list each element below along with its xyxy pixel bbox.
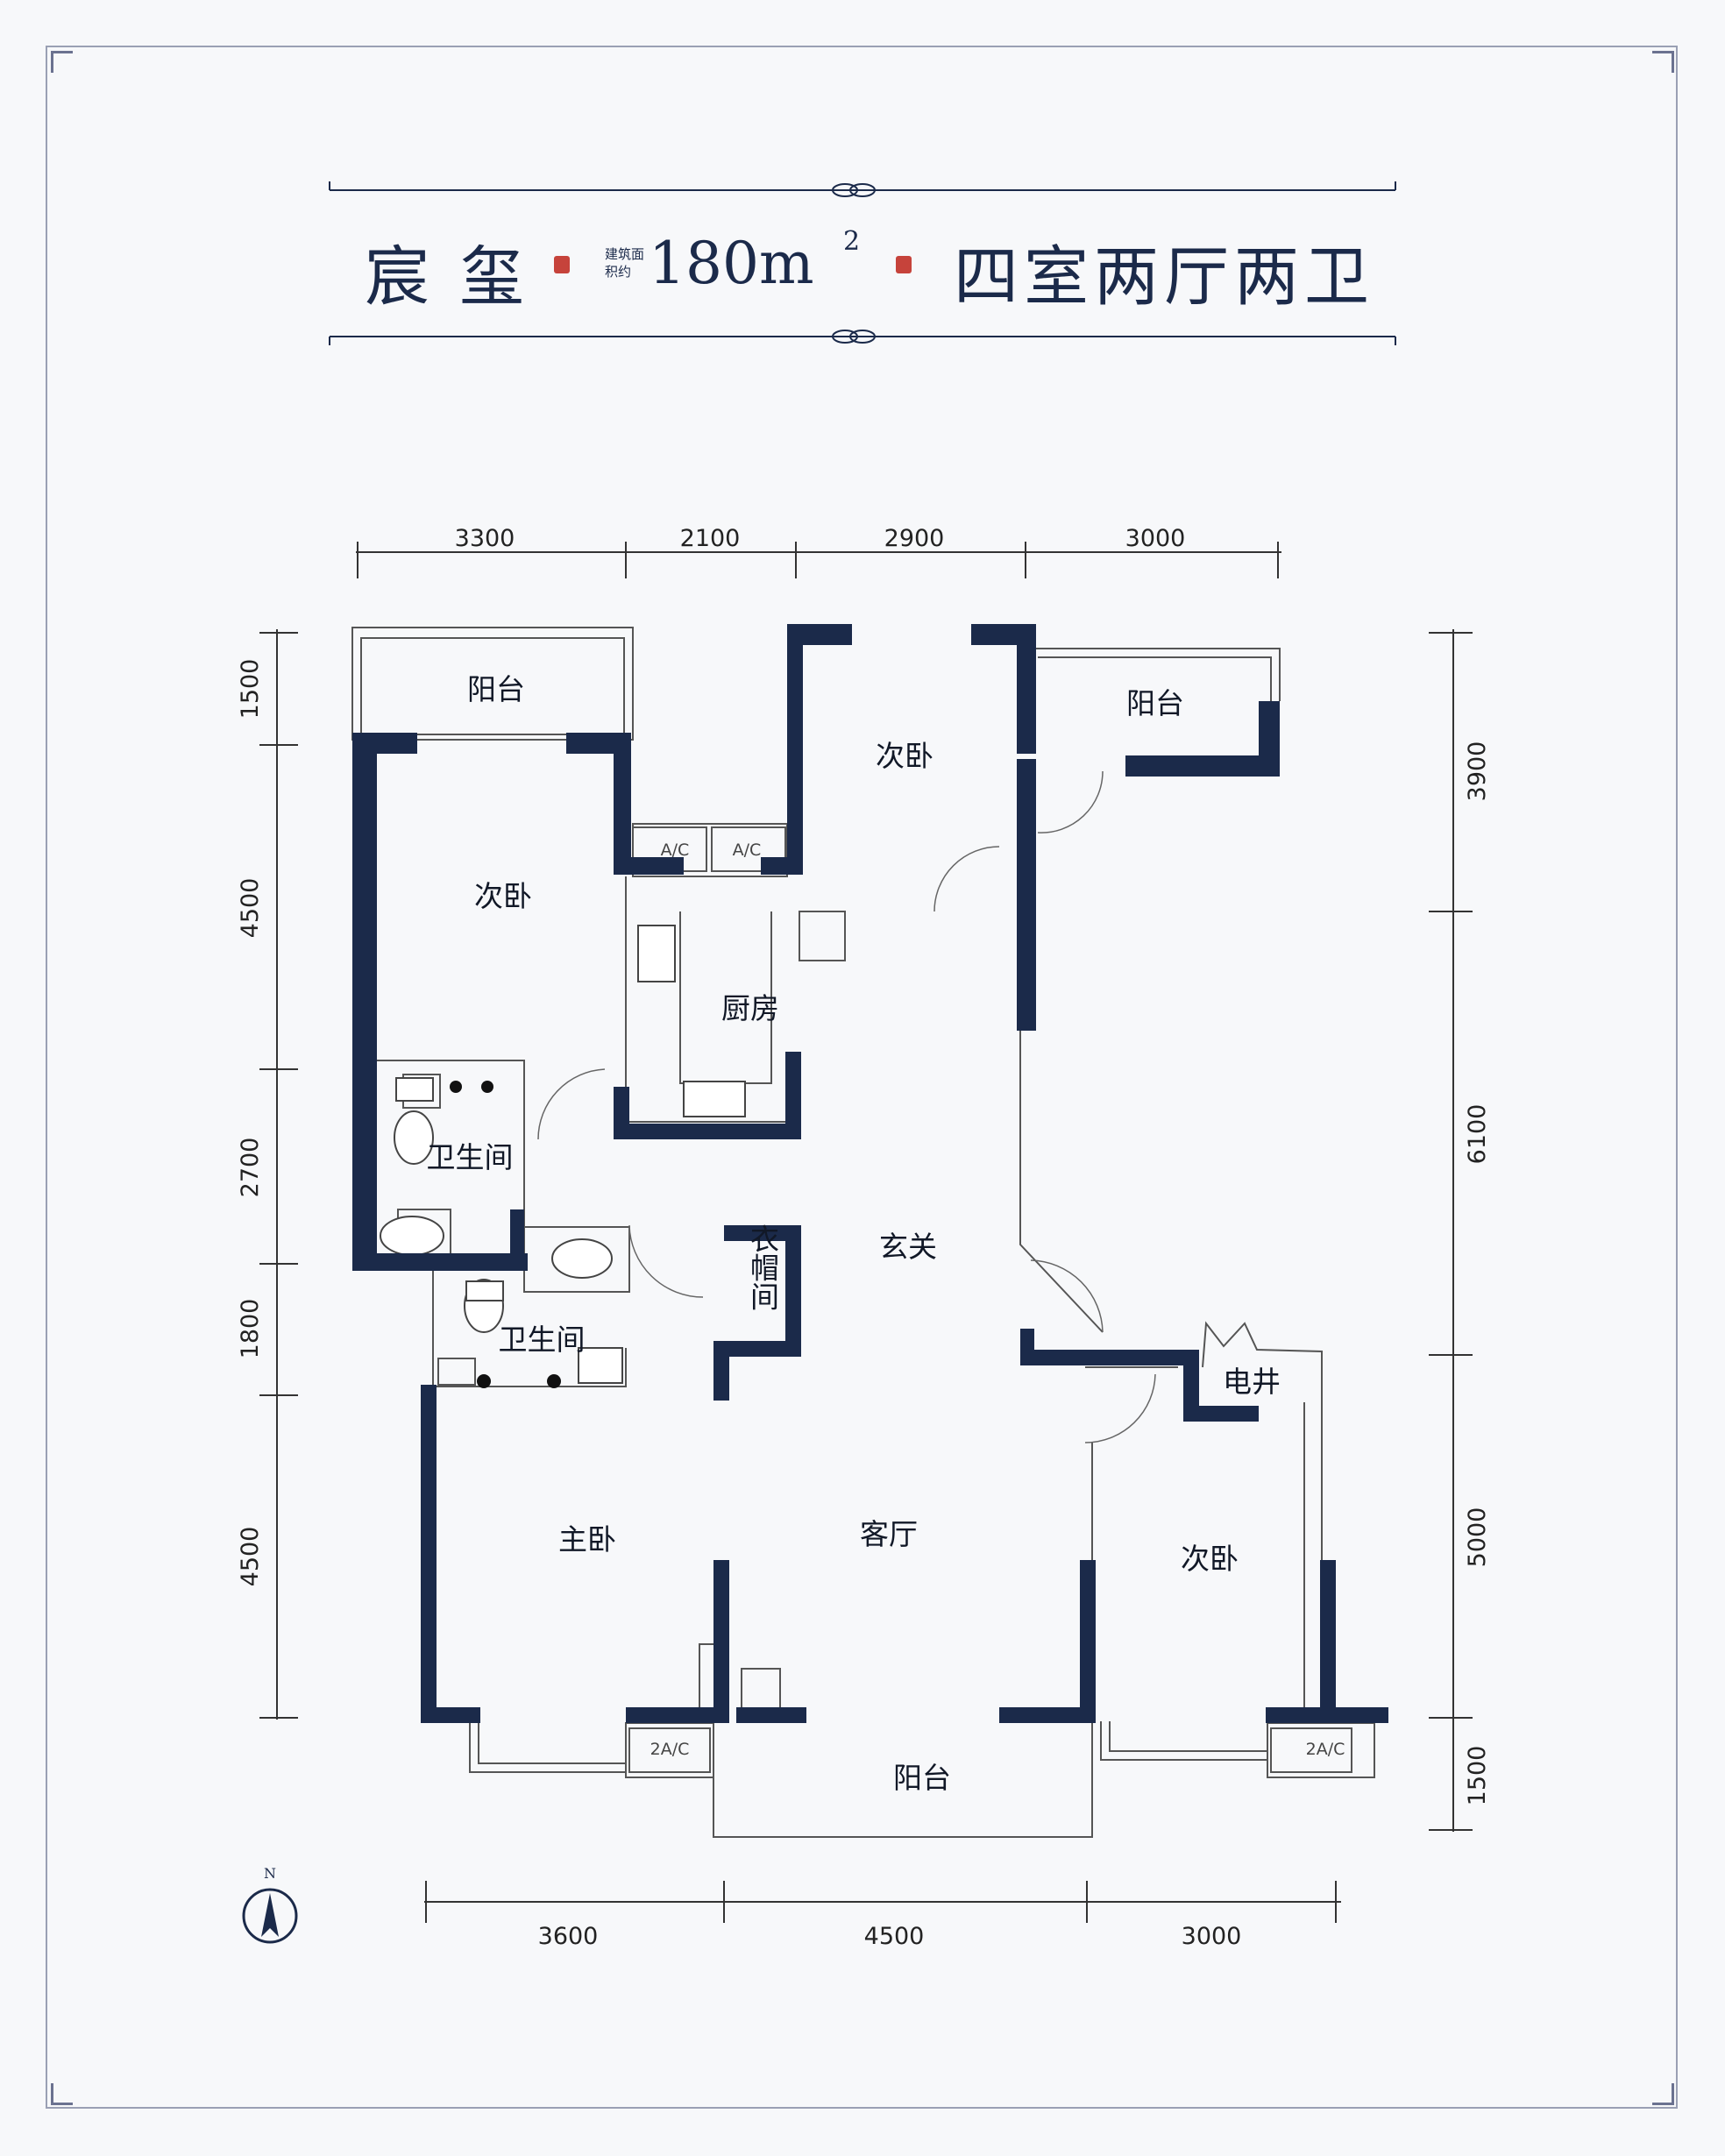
area-value: 180m (649, 230, 814, 297)
wall (713, 1560, 729, 1723)
dim-right-4: 1500 (1464, 1746, 1491, 1806)
dim-left-5: 4500 (237, 1527, 264, 1587)
shower-icon (578, 1347, 623, 1384)
seal-icon (896, 256, 912, 273)
dim-top-4: 3000 (1125, 525, 1186, 552)
room-bedroom-se: 次卧 (1181, 1542, 1239, 1576)
ac-label: A/C (733, 840, 762, 860)
room-bedroom-nw: 次卧 (474, 879, 532, 913)
ac-label: A/C (661, 840, 690, 860)
corner-ornament (51, 2083, 73, 2105)
dimension-lines (259, 542, 1473, 1923)
title-ornament-top (329, 181, 1396, 197)
dim-top-3: 2900 (884, 525, 945, 552)
wall (614, 857, 684, 875)
wall (1020, 1350, 1187, 1365)
fixture-dots (450, 1081, 561, 1388)
corner-ornament (1652, 51, 1674, 73)
dim-left-2: 4500 (237, 878, 264, 939)
toilet-tank-icon (395, 1077, 434, 1102)
dim-top-2: 2100 (680, 525, 741, 552)
wall (1080, 1560, 1096, 1723)
project-name: 宸玺 (365, 239, 554, 315)
interior-lines (351, 627, 1375, 1838)
layout-type: 四室两厅两卫 (954, 239, 1374, 315)
page-frame (46, 46, 1678, 2109)
wall (736, 1707, 806, 1723)
room-kitchen: 厨房 (721, 991, 779, 1025)
wall (1017, 759, 1036, 1031)
room-balcony-s: 阳台 (893, 1761, 951, 1795)
wall (1320, 1560, 1336, 1723)
toilet-icon (394, 1110, 434, 1165)
room-master-bedroom: 主卧 (558, 1522, 616, 1557)
wall (1125, 755, 1280, 777)
wall (785, 1225, 801, 1357)
wall (352, 1253, 528, 1271)
ac-label: 2A/C (1306, 1740, 1345, 1759)
room-electric-shaft: 电井 (1223, 1365, 1281, 1399)
wall (614, 1124, 801, 1139)
room-bedroom-n: 次卧 (876, 739, 933, 773)
wall (713, 1341, 729, 1401)
title-ornament-bottom (329, 330, 1396, 345)
room-bathroom-w: 卫生间 (427, 1140, 514, 1174)
wall (787, 624, 803, 875)
dim-right-2: 6100 (1464, 1104, 1491, 1165)
corner-ornament (51, 51, 73, 73)
wall (352, 733, 377, 1271)
wall (999, 1707, 1092, 1723)
wall (1017, 624, 1036, 754)
wall (626, 1707, 719, 1723)
room-balcony-nw: 阳台 (467, 672, 525, 706)
area-unit-superscript: 2 (843, 226, 861, 257)
door-swings (537, 770, 1156, 1443)
seal-icon (554, 256, 570, 273)
wall (421, 1707, 480, 1723)
dim-right-3: 5000 (1464, 1507, 1491, 1568)
wash-basin-icon (551, 1238, 613, 1279)
wall (1183, 1406, 1259, 1422)
wall (1183, 1350, 1199, 1422)
wall (724, 1341, 801, 1357)
dim-right-1: 3900 (1464, 741, 1491, 802)
compass-label: N (264, 1865, 276, 1882)
wall (787, 624, 852, 645)
dim-left-4: 1800 (237, 1299, 264, 1359)
compass-icon: N (242, 1865, 298, 1944)
room-foyer: 玄关 (879, 1230, 937, 1264)
toilet-tank-icon (465, 1280, 504, 1301)
ac-labels: A/C A/C 2A/C 2A/C (650, 840, 1345, 1759)
dim-left-1: 1500 (237, 659, 264, 720)
dim-bottom-3: 3000 (1182, 1923, 1242, 1950)
dim-bottom-1: 3600 (538, 1923, 599, 1950)
room-labels: 阳台 次卧 次卧 阳台 厨房 卫生间 玄关 衣帽间 卫生间 电井 主卧 客厅 次… (427, 672, 1281, 1795)
dim-left-3: 2700 (237, 1138, 264, 1198)
corner-ornament (1652, 2083, 1674, 2105)
wall (510, 1209, 524, 1271)
sink-icon (637, 925, 676, 982)
wall (352, 733, 417, 754)
room-living-room: 客厅 (860, 1517, 918, 1551)
dimension-labels: 3300 2100 2900 3000 3600 4500 3000 1500 … (237, 525, 1491, 1950)
stove-icon (683, 1081, 746, 1117)
room-balcony-ne: 阳台 (1126, 686, 1184, 720)
ac-label: 2A/C (650, 1740, 690, 1759)
room-bathroom-master: 卫生间 (499, 1323, 586, 1357)
title-row: 宸玺 建筑面积约 180m 2 四室两厅两卫 (333, 219, 1394, 316)
fixtures (380, 925, 746, 1384)
dim-bottom-2: 4500 (864, 1923, 925, 1950)
wall (785, 1052, 801, 1139)
walls (352, 624, 1388, 1723)
dim-top-1: 3300 (455, 525, 515, 552)
wall (614, 733, 631, 873)
wall (724, 1225, 801, 1241)
area-label: 建筑面积约 (605, 246, 645, 280)
wall (352, 1211, 361, 1269)
room-cloakroom: 衣帽间 (746, 1224, 780, 1311)
wall (421, 1385, 437, 1723)
bathtub-icon (380, 1216, 444, 1256)
